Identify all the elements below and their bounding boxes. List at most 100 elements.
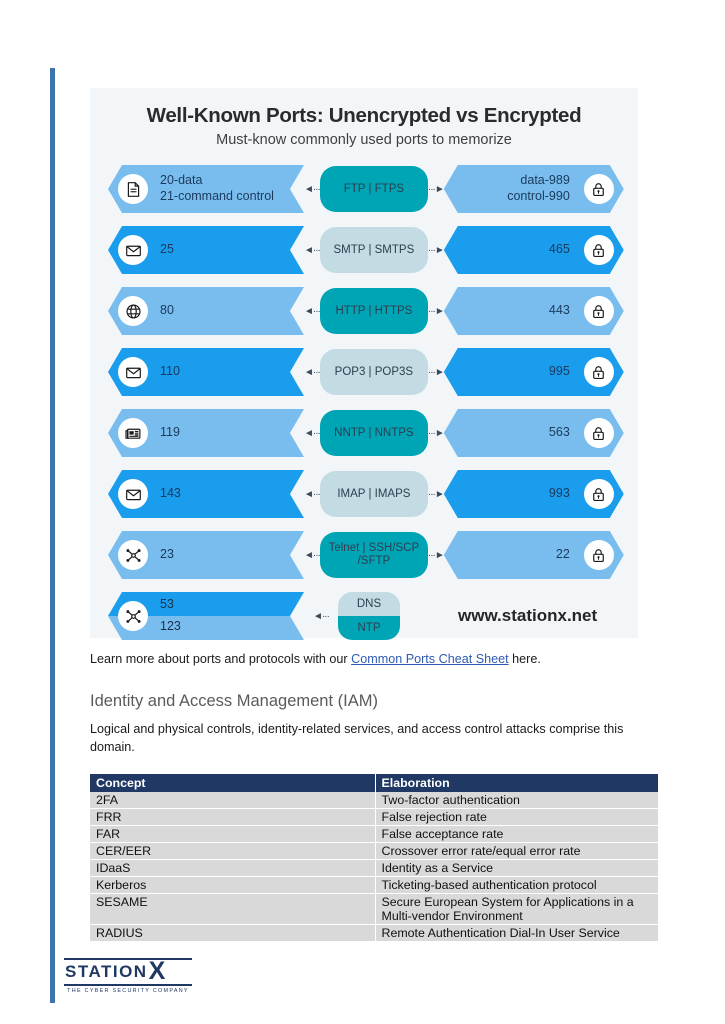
table-cell-concept: CER/EER <box>90 842 376 860</box>
unencrypted-port-bar: 143 <box>108 470 304 518</box>
logo-tagline: THE CYBER SECURITY COMPANY <box>67 987 189 994</box>
encrypted-port-bar: 465 <box>444 226 624 274</box>
protocol-pill: NNTP | NNTPS <box>319 410 428 456</box>
network-nodes-icon <box>118 540 148 570</box>
table-cell-concept: IDaaS <box>90 859 376 877</box>
section-paragraph: Logical and physical controls, identity-… <box>90 722 624 755</box>
encrypted-port-number: data-989 control-990 <box>507 173 570 203</box>
stationx-logo: STATION X THE CYBER SECURITY COMPANY <box>64 958 192 994</box>
protocol-pill: HTTP | HTTPS <box>319 288 428 334</box>
logo-station-text: STATION <box>65 962 148 982</box>
learn-suffix-text: here. <box>508 652 541 666</box>
table-cell-elaboration: Ticketing-based authentication protocol <box>375 876 658 894</box>
unencrypted-port-number: 23 <box>160 547 174 562</box>
table-cell-elaboration: False acceptance rate <box>375 825 658 843</box>
table-cell-elaboration: Identity as a Service <box>375 859 658 877</box>
port-rows-list: 20-data 21-command control◄···FTP | FTPS… <box>90 162 638 643</box>
dns-ntp-port-bar: 53 123 <box>108 592 304 640</box>
port-row: 143◄···IMAP | IMAPS···► 993 <box>108 467 620 521</box>
learn-prefix-text: Learn more about ports and protocols wit… <box>90 652 352 666</box>
encrypted-port-number: 465 <box>548 242 570 257</box>
table-cell-elaboration: Remote Authentication Dial-In User Servi… <box>375 924 658 942</box>
port-row: 110 ◄···POP3 | POP3S···► 995 <box>108 345 620 399</box>
ports-infographic-panel: Well-Known Ports: Unencrypted vs Encrypt… <box>90 88 638 640</box>
encrypted-port-bar: 443 <box>444 287 624 335</box>
padlock-icon <box>584 540 614 570</box>
table-cell-concept: 2FA <box>90 792 376 809</box>
protocol-pill: SMTP | SMTPS <box>319 227 428 273</box>
ntp-port-number: 123 <box>160 619 181 633</box>
padlock-icon <box>584 296 614 326</box>
table-cell-concept: SESAME <box>90 893 376 925</box>
infographic-title: Well-Known Ports: Unencrypted vs Encrypt… <box>146 104 582 127</box>
connector-left-arrow: ◄··· <box>304 183 321 195</box>
connector-right-arrow: ···► <box>427 305 445 317</box>
left-accent-bar <box>50 68 55 1003</box>
table-header-elaboration: Elaboration <box>375 774 658 792</box>
table-cell-elaboration: Crossover error rate/equal error rate <box>375 842 658 860</box>
unencrypted-port-number: 119 <box>160 425 180 440</box>
table-header-row: Concept Elaboration <box>90 774 658 792</box>
unencrypted-port-number: 20-data 21-command control <box>160 173 274 203</box>
encrypted-port-number: 993 <box>548 486 570 501</box>
protocol-pill: POP3 | POP3S <box>319 349 428 395</box>
unencrypted-port-number: 80 <box>160 303 174 318</box>
padlock-icon <box>584 479 614 509</box>
port-row: 80◄···HTTP | HTTPS···►443 <box>108 284 620 338</box>
port-row: 25◄···SMTP | SMTPS···►465 <box>108 223 620 277</box>
connector-left-arrow: ◄··· <box>304 488 321 500</box>
infographic-subtitle: Must-know commonly used ports to memoriz… <box>216 132 512 148</box>
padlock-icon <box>584 357 614 387</box>
connector-right-arrow: ···► <box>427 366 445 378</box>
table-cell-concept: FAR <box>90 825 376 843</box>
unencrypted-port-bar: 23 <box>108 531 304 579</box>
unencrypted-port-bar: 20-data 21-command control <box>108 165 304 213</box>
connector-left-arrow: ◄··· <box>304 305 321 317</box>
padlock-icon <box>584 174 614 204</box>
connector-right-arrow: ···► <box>427 183 445 195</box>
newspaper-icon <box>118 418 148 448</box>
connector-right-arrow: ···► <box>427 488 445 500</box>
table-cell-concept: Kerberos <box>90 876 376 894</box>
table-cell-elaboration: False rejection rate <box>375 808 658 826</box>
unencrypted-port-bar: 119 <box>108 409 304 457</box>
connector-left-arrow: ◄··· <box>304 427 321 439</box>
table-cell-concept: RADIUS <box>90 924 376 942</box>
port-row: 23◄···Telnet | SSH/SCP /SFTP···►22 <box>108 528 620 582</box>
encrypted-port-bar: 22 <box>444 531 624 579</box>
protocol-pill: FTP | FTPS <box>319 166 428 212</box>
stationx-website-url: www.stationx.net <box>458 606 598 625</box>
envelope-icon <box>118 479 148 509</box>
encrypted-port-number: 563 <box>548 425 570 440</box>
encrypted-port-bar: data-989 control-990 <box>444 165 624 213</box>
unencrypted-port-bar: 110 <box>108 348 304 396</box>
common-ports-cheat-sheet-link[interactable]: Common Ports Cheat Sheet <box>351 652 509 666</box>
connector-right-arrow: ···► <box>427 244 445 256</box>
table-cell-elaboration: Two-factor authentication <box>375 792 658 809</box>
dns-port-number: 53 <box>160 597 174 611</box>
envelope-icon <box>118 357 148 387</box>
encrypted-port-bar: 993 <box>444 470 624 518</box>
connector-right-arrow: ···► <box>427 549 445 561</box>
learn-more-line: Learn more about ports and protocols wit… <box>90 652 541 666</box>
unencrypted-port-number: 25 <box>160 242 174 257</box>
connector-left-arrow: ◄··· <box>304 366 321 378</box>
padlock-icon <box>584 235 614 265</box>
ntp-label: NTP <box>338 616 400 640</box>
unencrypted-port-number: 110 <box>160 364 180 379</box>
protocol-pill: IMAP | IMAPS <box>319 471 428 517</box>
encrypted-port-bar: 995 <box>444 348 624 396</box>
network-nodes-icon <box>118 601 148 631</box>
encrypted-port-number: 995 <box>548 364 570 379</box>
table-cell-concept: FRR <box>90 808 376 826</box>
